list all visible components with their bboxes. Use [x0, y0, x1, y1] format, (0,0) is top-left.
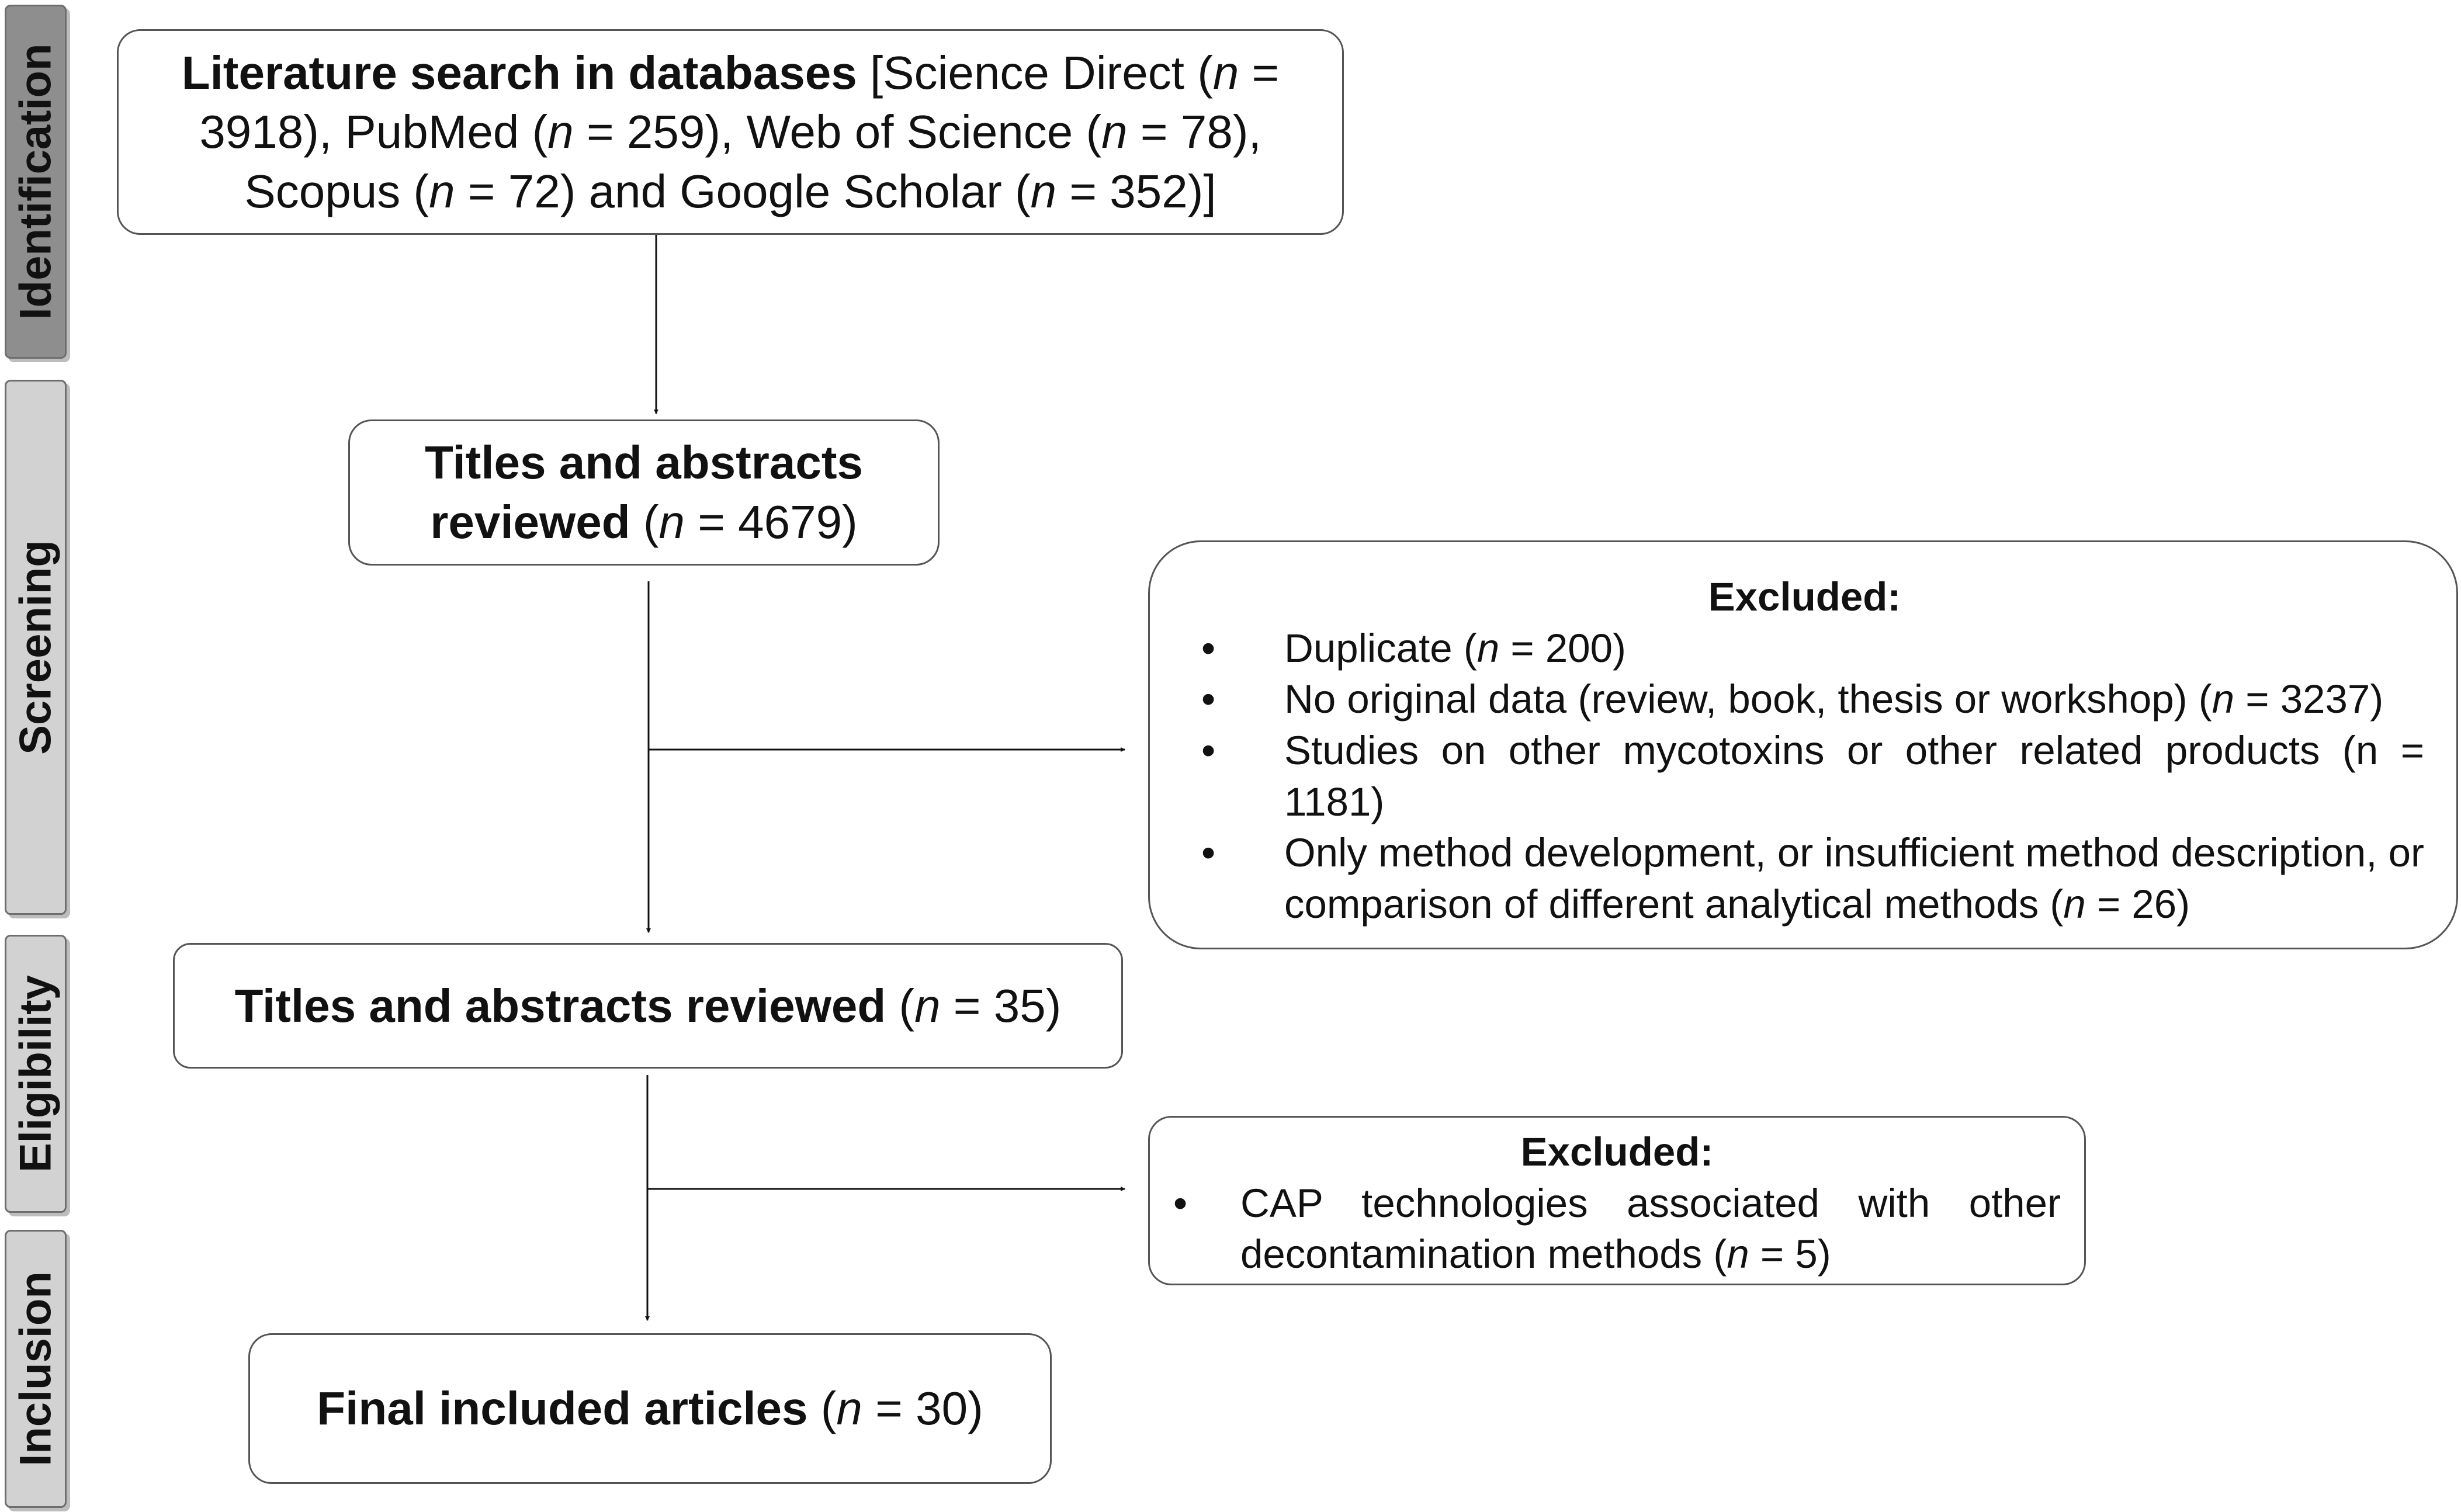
text: = 26) [2085, 881, 2190, 927]
n-symbol: n [1727, 1232, 1749, 1277]
search-text: Literature search in databases [Science … [130, 43, 1330, 221]
excluded-screening-list: •Duplicate (n = 200) •No original data (… [1185, 623, 2424, 930]
final-text: Final included articles (n = 30) [317, 1379, 983, 1438]
text: [Science Direct ( [857, 46, 1213, 99]
screening-text: Titles and abstracts reviewed (n = 4679) [373, 433, 914, 552]
excluded-heading: Excluded: [1520, 1129, 1714, 1174]
excluded-eligibility-list: • CAP technologies associated with other … [1173, 1178, 2061, 1280]
eligibility-box: Titles and abstracts reviewed (n = 35) [173, 943, 1123, 1069]
text: = 72) and Google Scholar ( [455, 165, 1031, 217]
excluded-item: • CAP technologies associated with other … [1173, 1178, 2061, 1280]
bullet: • [1201, 727, 1216, 773]
text: ( [807, 1382, 837, 1435]
bullet: • [1201, 625, 1216, 671]
text: Studies on other mycotoxins or other rel… [1284, 727, 2424, 824]
text: = 5) [1749, 1232, 1831, 1277]
bullet: • [1201, 677, 1216, 722]
n-symbol: n [1476, 625, 1500, 671]
eligibility-text: Titles and abstracts reviewed (n = 35) [235, 976, 1062, 1036]
text: = 3918), PubMed ( [199, 46, 1280, 158]
text: = 4679) [685, 496, 858, 548]
n-symbol: n [658, 496, 685, 548]
text: = 78), Scopus ( [244, 106, 1261, 217]
stage-identification: Identification [5, 5, 67, 359]
eligibility-title: Titles and abstracts reviewed [234, 979, 886, 1032]
text: Only method development, or insufficient… [1284, 830, 2424, 927]
search-title: Literature search in databases [181, 46, 857, 99]
excluded-item: • Duplicate (n = 200) [1185, 623, 2424, 674]
bullet: • [1201, 830, 1216, 876]
n-symbol: n [1212, 46, 1239, 99]
stage-screening: Screening [5, 380, 67, 915]
text: = 352)] [1056, 165, 1216, 217]
text: ( [886, 979, 915, 1032]
text: = 259), Web of Science ( [573, 106, 1102, 158]
text: = 3237) [2234, 677, 2384, 722]
text: No original data (review, book, thesis o… [1284, 677, 2212, 722]
excluded-item: • Only method development, or insufficien… [1185, 827, 2424, 930]
n-symbol: n [429, 165, 455, 217]
n-symbol: n [1030, 165, 1057, 217]
screening-title: Titles and abstracts reviewed [425, 436, 863, 548]
final-box: Final included articles (n = 30) [248, 1333, 1052, 1484]
excluded-item: • Studies on other mycotoxins or other re… [1185, 725, 2424, 827]
text: CAP technologies associated with other d… [1240, 1180, 2061, 1277]
stage-eligibility: Eligibility [5, 935, 67, 1213]
n-symbol: n [2063, 881, 2086, 927]
n-symbol: n [547, 106, 574, 158]
n-symbol: n [1101, 106, 1128, 158]
stage-inclusion: Inclusion [5, 1230, 67, 1508]
text: = 200) [1499, 625, 1626, 671]
text: = 35) [940, 979, 1062, 1032]
text: Duplicate ( [1284, 625, 1477, 671]
excluded-item: • No original data (review, book, thesis … [1185, 674, 2424, 725]
final-title: Final included articles [317, 1382, 808, 1435]
text: ( [630, 496, 659, 548]
bullet: • [1173, 1180, 1188, 1226]
n-symbol: n [914, 979, 941, 1032]
excluded-heading: Excluded: [1708, 574, 1901, 619]
text: = 30) [862, 1382, 983, 1435]
n-symbol: n [836, 1382, 862, 1435]
n-symbol: n [2212, 677, 2235, 722]
search-box: Literature search in databases [Science … [117, 29, 1344, 235]
excluded-eligibility-box: Excluded: • CAP technologies associated w… [1148, 1116, 2086, 1285]
excluded-screening-box: Excluded: •Duplicate (n = 200) •No origi… [1148, 540, 2458, 949]
screening-box: Titles and abstracts reviewed (n = 4679) [348, 419, 940, 566]
